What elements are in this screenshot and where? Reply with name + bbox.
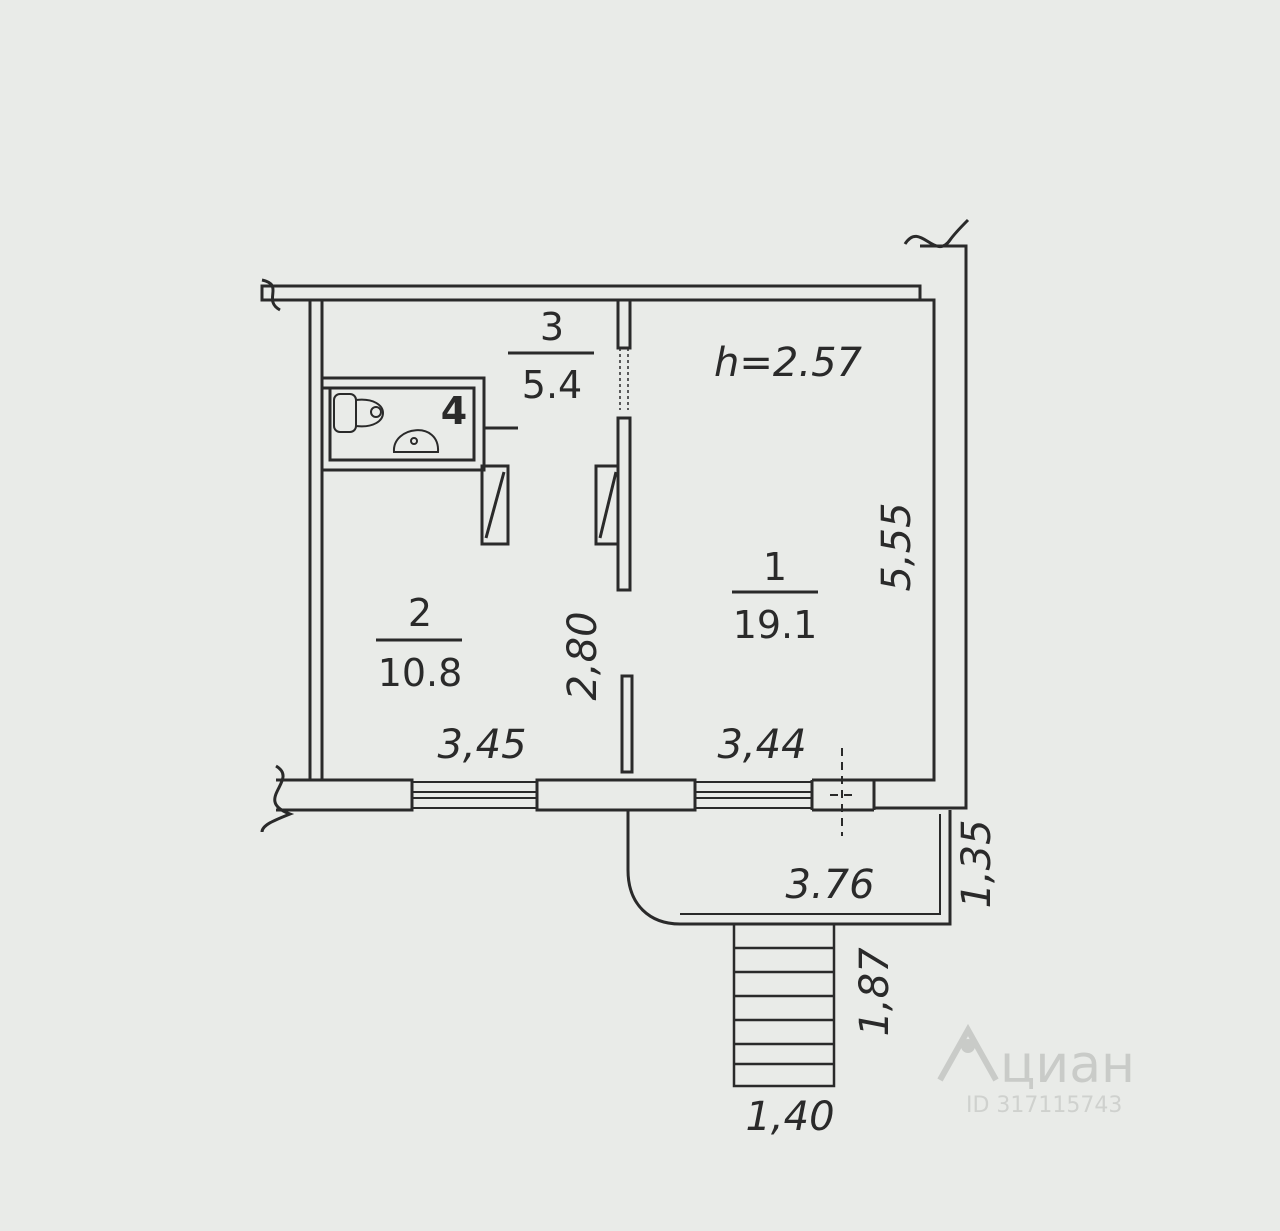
window-right: [695, 781, 812, 809]
dim-room1-length: 5,55: [874, 502, 920, 591]
ceiling-height: h=2.57: [714, 340, 862, 386]
watermark-logo-icon: [937, 1023, 999, 1082]
bottom-wall-left: [276, 778, 414, 812]
watermark: циан ID 317115743: [937, 1023, 1135, 1118]
balcony-inner-line: [680, 814, 941, 915]
bottom-wall-middle: [535, 778, 697, 812]
watermark-listing-id: ID 317115743: [966, 1093, 1122, 1118]
right-wall-break: [903, 218, 970, 249]
bottom-wall-break-left: [260, 764, 295, 833]
dim-balcony-width: 3.76: [785, 862, 874, 908]
top-wall: [260, 284, 922, 302]
dim-room2-width: 3,45: [437, 722, 526, 768]
dim-stair-length: 1,87: [852, 947, 898, 1037]
cabinet-right: [594, 464, 620, 546]
top-wall-break-left: [261, 278, 281, 312]
partition-middle: [616, 416, 632, 592]
room1-area: 19.1: [733, 603, 818, 647]
partition-bottom: [620, 674, 634, 774]
partition-top: [616, 300, 632, 350]
cabinet-left: [480, 464, 510, 546]
left-wall: [308, 300, 324, 782]
dim-balcony-depth: 1,35: [954, 819, 1000, 908]
partition-door-hatch: [619, 348, 629, 410]
room1-number: 1: [763, 545, 787, 589]
balcony-outline: [626, 810, 952, 926]
sink-icon: [392, 429, 440, 453]
watermark-brand: циан: [1000, 1035, 1135, 1095]
balcony-door-mark: [830, 748, 856, 836]
room3-area: 5.4: [522, 363, 582, 407]
staircase: [732, 922, 836, 1088]
toilet-icon: [333, 393, 384, 433]
window-left: [412, 781, 537, 809]
bathroom-walls: [322, 376, 486, 472]
dim-stair-width: 1,40: [745, 1094, 834, 1140]
room2-area: 10.8: [378, 651, 463, 695]
room4-number: 4: [441, 389, 467, 433]
dim-room2-length: 2,80: [560, 611, 606, 700]
room2-number: 2: [408, 591, 432, 635]
room3-number: 3: [540, 305, 564, 349]
dim-room1-width: 3,44: [717, 722, 806, 768]
